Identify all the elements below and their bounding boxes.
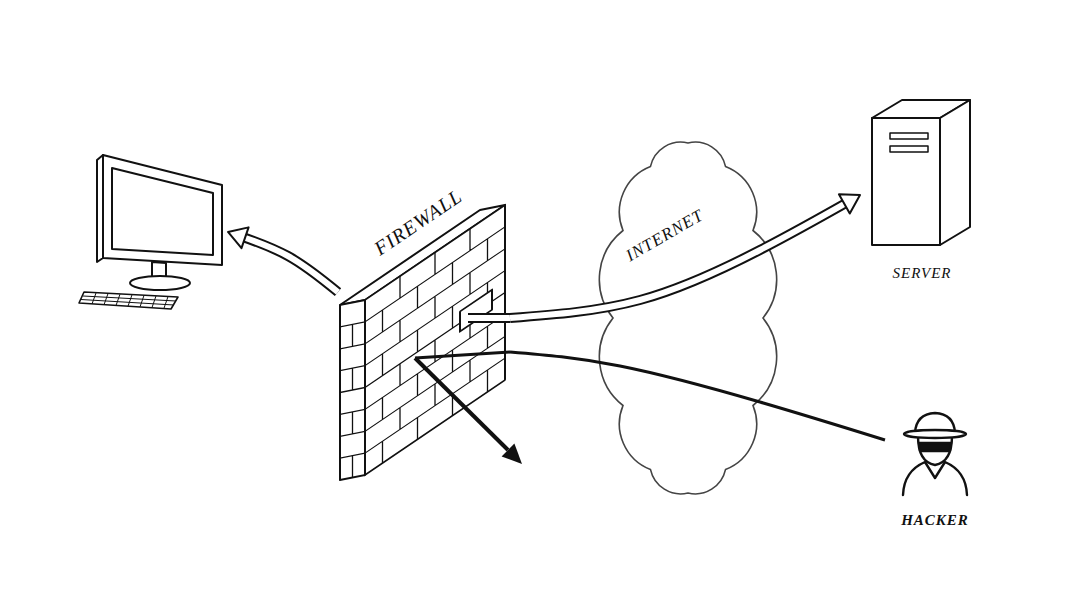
- server-tower: [872, 100, 970, 245]
- keyboard-body: [79, 292, 178, 309]
- attack-line-stub: [415, 352, 510, 358]
- monitor-frame: [103, 155, 222, 265]
- internet-cloud-node: INTERNET: [600, 128, 780, 508]
- node-label: FIREWALL: [370, 185, 466, 260]
- firewall-wall: [340, 205, 505, 480]
- monitor-base: [130, 276, 190, 290]
- blocked-deflection-arrow: [415, 358, 522, 464]
- deflection-shaft: [415, 358, 508, 450]
- connector-probe: [510, 195, 860, 318]
- server-node: SERVER: [860, 95, 985, 290]
- wall-opening: [460, 290, 492, 332]
- hacker-coat: [903, 462, 967, 495]
- wall-end-bricks: [340, 322, 365, 480]
- computer-node: [95, 150, 228, 312]
- hacker-face: [918, 436, 952, 465]
- hacker-glasses: [919, 443, 951, 451]
- deflection-head: [502, 444, 522, 464]
- keyboard-keys: [81, 293, 176, 308]
- wall-end-outline: [340, 300, 365, 480]
- connector-outline: [510, 195, 860, 318]
- monitor-screen: [112, 168, 213, 255]
- internet-cloud: [599, 142, 776, 494]
- arrow-head: [228, 227, 249, 248]
- computer-monitor: [97, 155, 222, 290]
- hacker-hat-brim: [904, 430, 966, 438]
- passage-stub-inner: [468, 315, 510, 321]
- hacker-node: HACKER: [885, 405, 985, 535]
- connector-probe: [510, 352, 885, 440]
- allowed-traffic-arrow: [228, 227, 338, 292]
- server-front: [872, 118, 940, 245]
- passage-stub: [468, 318, 510, 319]
- arrow-head: [839, 194, 860, 213]
- server-side: [940, 100, 970, 245]
- connector-line: [510, 352, 885, 440]
- server-drive-slot: [890, 133, 928, 139]
- outbound-traffic-arrow: [510, 194, 860, 318]
- node-label: HACKER: [901, 512, 969, 529]
- wall-end-face: [340, 300, 365, 480]
- node-label: SERVER: [892, 265, 951, 282]
- hacker-figure: [903, 413, 967, 495]
- keyboard: [79, 292, 178, 309]
- attack-line: [510, 352, 885, 440]
- passage-stub-outline: [468, 313, 510, 323]
- firewall-node: FIREWALL: [338, 175, 510, 480]
- server-drive-slot: [890, 146, 928, 152]
- node-label: INTERNET: [623, 206, 707, 265]
- connector-inner: [510, 195, 860, 318]
